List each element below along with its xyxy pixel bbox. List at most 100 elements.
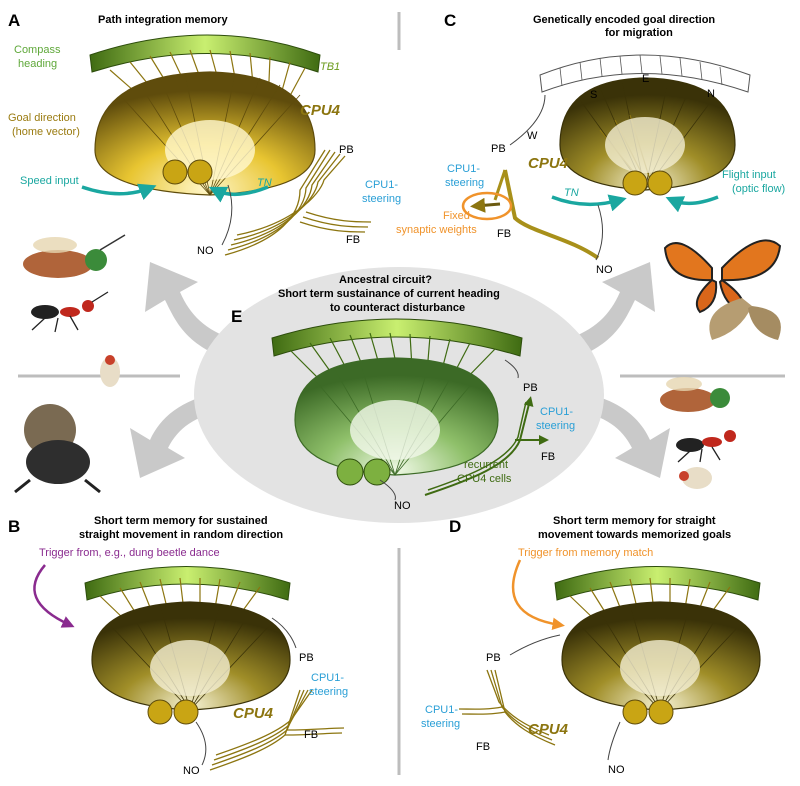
A-tn-label: TN xyxy=(257,177,272,189)
E-recurrent-label-2: CPU4 cells xyxy=(457,473,512,485)
B-trigger-label: Trigger from, e.g., dung beetle dance xyxy=(39,547,220,559)
E-noduli-left xyxy=(336,458,364,486)
C-east-label: E xyxy=(642,73,649,85)
C-cpu4-path xyxy=(503,169,600,260)
D-title-1: Short term memory for straight xyxy=(553,515,716,527)
C-flight-arrow xyxy=(665,195,719,213)
C-pb-label: PB xyxy=(491,143,506,155)
A-steering-label-1: CPU1- xyxy=(365,179,398,191)
B-noduli-left xyxy=(147,699,173,725)
B-steering-label-2: steering xyxy=(309,686,348,698)
D-no-label: NO xyxy=(608,764,625,776)
A-cpu4-axon-bundle xyxy=(224,149,372,256)
E-title-1: Ancestral circuit? xyxy=(339,274,432,286)
C-cpu4-label: CPU4 xyxy=(528,155,569,172)
monarch-butterfly-icon xyxy=(663,239,782,314)
A-speed-arrow xyxy=(81,183,157,201)
C-title-1: Genetically encoded goal direction xyxy=(533,14,715,26)
C-north-label: N xyxy=(707,88,715,100)
E-pb-label: PB xyxy=(523,382,538,394)
C-panel-letter: C xyxy=(444,11,456,30)
C-no-line xyxy=(595,204,603,261)
D-noduli-left xyxy=(622,699,648,725)
A-fb-label: FB xyxy=(346,234,360,246)
C-steering-label-1: CPU1- xyxy=(447,163,480,175)
E-steering-label-2: steering xyxy=(536,420,575,432)
D-fb-label: FB xyxy=(476,741,490,753)
B-pb-label: PB xyxy=(299,652,314,664)
D-trigger-arrow xyxy=(511,559,565,631)
B-no-line xyxy=(195,721,207,766)
panel-B: B Short term memory for sustained straig… xyxy=(8,515,348,777)
B-fb-label: FB xyxy=(304,729,318,741)
C-compass-ring-outline xyxy=(539,54,751,93)
E-panel-letter: E xyxy=(231,307,242,326)
D-panel-letter: D xyxy=(449,517,461,536)
A-noduli-right xyxy=(187,159,213,185)
A-compass-label-2: heading xyxy=(18,58,57,70)
fly-icon xyxy=(100,355,120,387)
C-fixed-label-1: Fixed xyxy=(443,210,470,222)
E-noduli-right xyxy=(363,458,391,486)
C-title-2: for migration xyxy=(605,27,673,39)
E-recurrent-label-1: recurrent xyxy=(464,459,508,471)
C-fixed-weights-circle xyxy=(461,191,513,221)
C-ring-segments xyxy=(559,54,723,87)
arrow-to-C xyxy=(565,262,655,360)
A-noduli-left xyxy=(162,159,188,185)
D-cpu4-axon-bundle xyxy=(458,669,556,746)
C-south-label: S xyxy=(590,89,597,101)
A-no-line xyxy=(221,184,233,246)
C-noduli-right xyxy=(647,170,673,196)
panel-dividers xyxy=(18,12,785,775)
C-flight-label-1: Flight input xyxy=(722,169,776,181)
ant-icon-2 xyxy=(676,430,736,463)
panel-C: C Genetically encoded goal direction for… xyxy=(396,11,785,276)
B-title-1: Short term memory for sustained xyxy=(94,515,268,527)
A-panel-letter: A xyxy=(8,11,20,30)
B-cpu4-axon-bundle xyxy=(209,689,345,771)
C-no-label: NO xyxy=(596,264,613,276)
E-title-3: to counteract disturbance xyxy=(330,302,465,314)
D-pb-line xyxy=(509,634,561,656)
A-goal-label-2: (home vector) xyxy=(12,126,80,138)
D-noduli-right xyxy=(648,699,674,725)
A-no-label: NO xyxy=(197,245,214,257)
C-steering-label-2: steering xyxy=(445,177,484,189)
B-steering-label-1: CPU1- xyxy=(311,672,344,684)
A-cpu4-label: CPU4 xyxy=(300,102,341,119)
bee-icon xyxy=(23,234,126,278)
D-protocerebral-bridge xyxy=(554,566,761,601)
B-title-2: straight movement in random direction xyxy=(79,529,283,541)
D-title-2: movement towards memorized goals xyxy=(538,529,731,541)
B-trigger-arrow xyxy=(33,564,75,628)
E-no-label: NO xyxy=(394,500,411,512)
B-panel-letter: B xyxy=(8,517,20,536)
ant-icon xyxy=(31,291,109,333)
D-no-line xyxy=(607,721,621,761)
C-pb-line xyxy=(509,94,546,146)
C-fb-label: FB xyxy=(497,228,511,240)
C-flight-label-2: (optic flow) xyxy=(732,183,785,195)
A-goal-label-1: Goal direction xyxy=(8,112,76,124)
D-steering-label-1: CPU1- xyxy=(425,704,458,716)
A-protocerebral-bridge xyxy=(89,34,321,73)
arrow-to-A xyxy=(145,262,235,360)
panel-D: D Short term memory for straight movemen… xyxy=(421,515,761,776)
E-fb-label: FB xyxy=(541,451,555,463)
C-fixed-label-2: synaptic weights xyxy=(396,224,477,236)
D-cpu4-label: CPU4 xyxy=(528,721,569,738)
E-recurrent-path xyxy=(424,396,534,496)
A-compass-label-1: Compass xyxy=(14,44,61,56)
E-no-line xyxy=(379,479,396,501)
fly-icon-2 xyxy=(679,467,712,489)
A-steering-label-2: steering xyxy=(362,193,401,205)
A-speed-input-label: Speed input xyxy=(20,175,79,187)
A-pb-label: PB xyxy=(339,144,354,156)
moth-icon xyxy=(709,298,781,340)
bee-icon-2 xyxy=(660,377,730,412)
E-protocerebral-bridge xyxy=(271,318,523,357)
D-pb-label: PB xyxy=(486,652,501,664)
E-title-2: Short term sustainance of current headin… xyxy=(278,288,500,300)
